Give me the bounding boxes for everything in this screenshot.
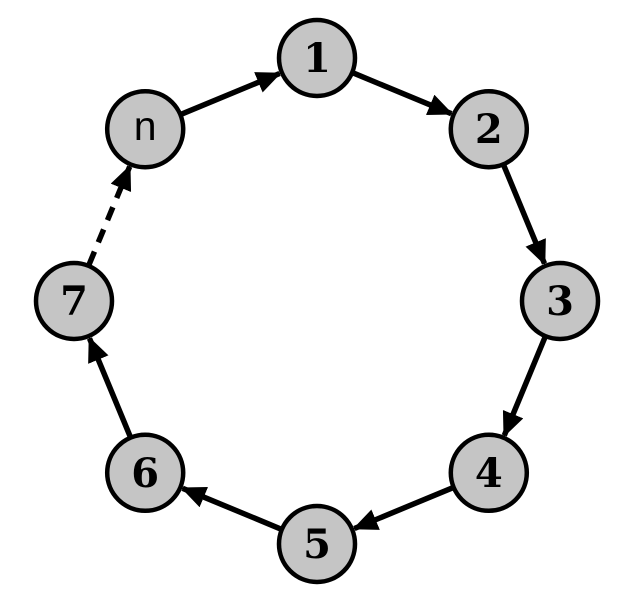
node-circle-7 [33,260,115,342]
edge-5-to-6-arrow [180,485,282,532]
node-label-1: 1 [303,35,331,82]
edge-1-to-2-arrow [352,70,454,117]
node-circle-3 [519,260,601,342]
node-circle-5 [276,503,358,585]
node-n: n [104,88,186,170]
edge-3-to-4-arrow [501,336,548,438]
edge-n-to-1-arrow [180,70,282,117]
node-label-6: 6 [131,450,159,497]
node-7: 7 [33,260,115,342]
node-label-3: 3 [546,278,574,325]
node-2: 2 [448,88,530,170]
edges-layer [86,70,548,532]
node-label-7: 7 [60,278,88,325]
node-label-n: n [134,103,157,149]
edge-4-to-5-arrow [352,485,454,532]
edge-6-to-7-arrow [86,336,133,438]
node-circle-6 [104,432,186,514]
node-circle-2 [448,88,530,170]
node-6: 6 [104,432,186,514]
node-3: 3 [519,260,601,342]
node-1: 1 [276,17,358,99]
edge-2-to-3-arrow [501,164,548,266]
node-circle-n [104,88,186,170]
nodes-layer: 1 2 3 4 5 6 7 n [33,17,601,585]
node-label-5: 5 [303,521,331,568]
node-circle-4 [448,432,530,514]
edge-7-to-n-dashed-arrow [86,164,133,266]
node-label-4: 4 [475,450,503,497]
node-circle-1 [276,17,358,99]
node-4: 4 [448,432,530,514]
node-label-2: 2 [475,106,503,153]
node-5: 5 [276,503,358,585]
